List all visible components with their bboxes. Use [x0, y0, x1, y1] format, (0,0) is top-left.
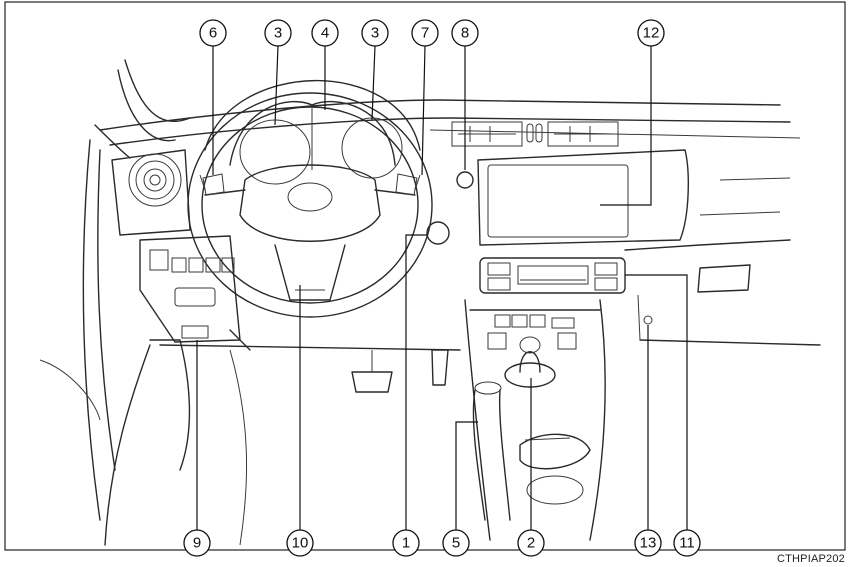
svg-text:5: 5 [452, 535, 460, 552]
callout-5: 5 [442, 529, 470, 557]
leader-lines [196, 45, 688, 530]
callout-6: 6 [199, 19, 227, 47]
svg-text:11: 11 [679, 535, 695, 552]
callout-10: 10 [286, 529, 314, 557]
svg-text:3: 3 [371, 25, 379, 42]
svg-text:7: 7 [421, 25, 429, 42]
steering-wheel [187, 92, 433, 318]
svg-text:8: 8 [461, 25, 469, 42]
svg-text:4: 4 [321, 25, 329, 42]
display-screen [477, 149, 689, 246]
left-switch-panel [139, 235, 241, 471]
callout-4: 4 [311, 19, 339, 47]
callout-13: 13 [634, 529, 662, 557]
callout-11: 11 [673, 529, 701, 557]
svg-text:3: 3 [274, 25, 282, 42]
svg-text:6: 6 [209, 25, 217, 42]
callout-1: 1 [392, 529, 420, 557]
diagram-frame [4, 1, 846, 551]
svg-text:2: 2 [527, 535, 535, 552]
svg-text:9: 9 [193, 535, 201, 552]
start-button [426, 221, 450, 245]
callout-9: 9 [183, 529, 211, 557]
climate-panel [479, 257, 626, 294]
svg-text:13: 13 [640, 535, 657, 552]
svg-text:12: 12 [643, 25, 660, 42]
left-air-vent [111, 149, 191, 236]
callout-12: 12 [637, 19, 665, 47]
callout-7: 7 [411, 19, 439, 47]
center-vents [451, 121, 619, 147]
pedals [351, 349, 449, 393]
svg-text:10: 10 [292, 535, 309, 552]
callout-3-left: 3 [264, 19, 292, 47]
callout-8: 8 [451, 19, 479, 47]
dashboard-artwork [39, 59, 821, 546]
callout-3-right: 3 [361, 19, 389, 47]
svg-text:1: 1 [402, 535, 410, 552]
callout-2: 2 [517, 529, 545, 557]
center-console [464, 299, 606, 541]
image-code: CTHPIAP202 [776, 553, 845, 565]
